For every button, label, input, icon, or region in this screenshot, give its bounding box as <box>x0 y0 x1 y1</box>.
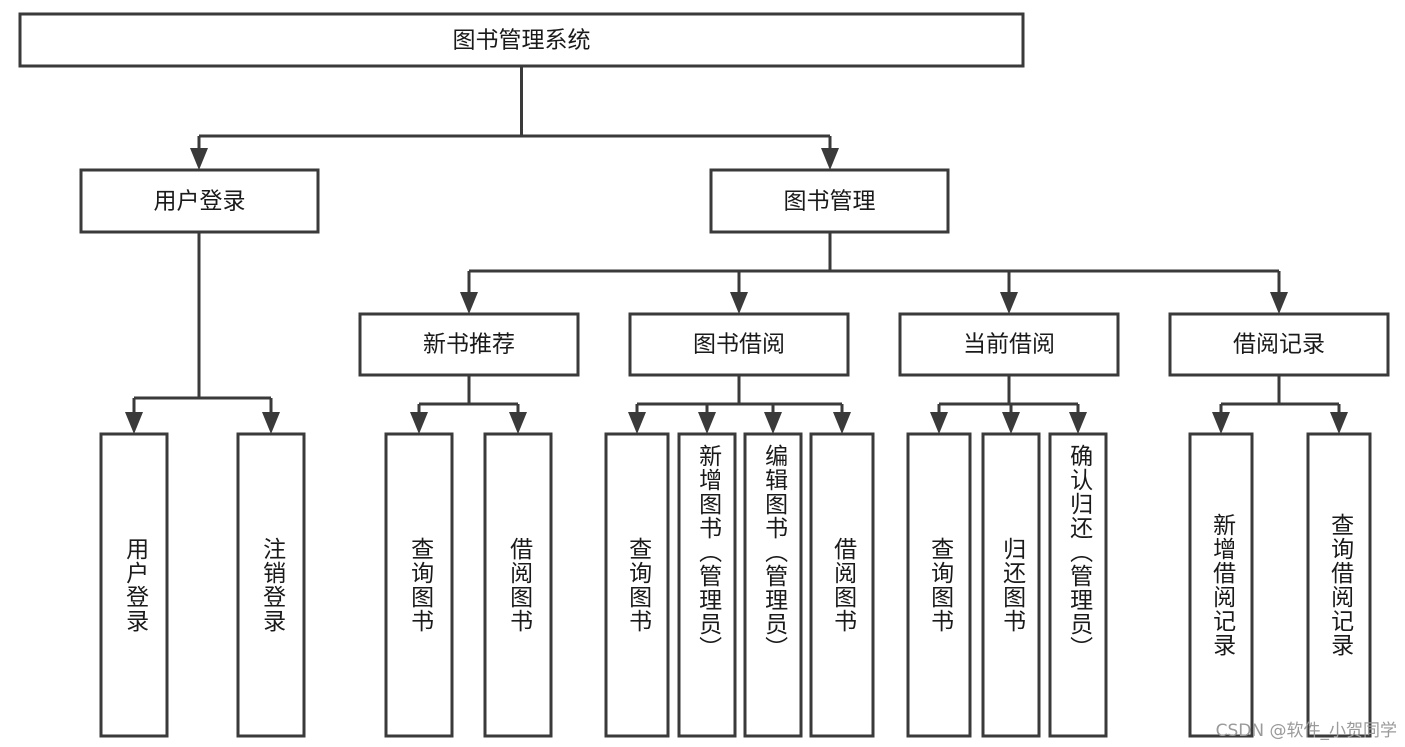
arrow-to-leaf-add-book <box>698 412 716 434</box>
arrow-to-book-borrow <box>730 292 748 314</box>
arrow-to-borrow-record <box>1270 292 1288 314</box>
leaf-box-add-borrow-record[interactable] <box>1188 432 1254 738</box>
leaf-box-query-book-c[interactable] <box>906 432 972 738</box>
node-book-management-box[interactable] <box>709 168 950 234</box>
arrow-to-leaf-return-book <box>1002 412 1020 434</box>
leaf-box-query-borrow-record[interactable] <box>1306 432 1372 738</box>
leaf-box-user-login[interactable] <box>99 432 169 738</box>
node-book-management-label: 图书管理 <box>784 189 876 215</box>
node-new-book-recommend-box[interactable] <box>358 312 580 377</box>
leaf-box-return-book[interactable] <box>981 432 1041 738</box>
arrow-to-leaf-query-book-c <box>930 412 948 434</box>
arrow-to-book-mgmt <box>821 148 839 170</box>
node-user-login-label: 用户登录 <box>154 189 246 215</box>
leaf-box-borrow-book-a[interactable] <box>483 432 553 738</box>
node-user-login-box[interactable] <box>79 168 320 234</box>
arrow-to-leaf-borrow-book-b <box>833 412 851 434</box>
arrow-to-leaf-user-login <box>125 412 143 434</box>
arrow-to-leaf-query-book-a <box>410 412 428 434</box>
node-borrow-record-box[interactable] <box>1168 312 1390 377</box>
node-root-label: 图书管理系统 <box>453 28 591 54</box>
leaf-box-confirm-return[interactable] <box>1048 432 1108 738</box>
leaf-box-query-book-a[interactable] <box>384 432 454 738</box>
node-book-borrow-label: 图书借阅 <box>693 332 785 358</box>
node-current-borrow-label: 当前借阅 <box>963 332 1055 358</box>
leaf-box-logout[interactable] <box>236 432 306 738</box>
leaf-box-edit-book[interactable] <box>743 432 803 738</box>
node-root-box[interactable] <box>18 12 1025 68</box>
node-borrow-record-label: 借阅记录 <box>1233 332 1325 358</box>
arrow-to-leaf-query-record <box>1330 412 1348 434</box>
node-new-book-recommend-label: 新书推荐 <box>423 332 515 358</box>
node-book-borrow-box[interactable] <box>628 312 850 377</box>
leaf-box-borrow-book-b[interactable] <box>809 432 875 738</box>
watermark-text: CSDN @软件_小贺同学 <box>1215 721 1397 741</box>
arrow-to-new-book-rec <box>460 292 478 314</box>
leaf-box-query-book-b[interactable] <box>604 432 670 738</box>
arrow-to-leaf-logout <box>262 412 280 434</box>
node-current-borrow-box[interactable] <box>898 312 1120 377</box>
arrow-to-user-login <box>190 148 208 170</box>
arrow-to-leaf-edit-book <box>764 412 782 434</box>
arrow-to-leaf-confirm-return <box>1069 412 1087 434</box>
arrow-to-leaf-borrow-book-a <box>509 412 527 434</box>
arrow-to-leaf-query-book-b <box>628 412 646 434</box>
edges-layer <box>125 66 1348 434</box>
arrow-to-leaf-add-record <box>1212 412 1230 434</box>
leaf-box-add-book[interactable] <box>677 432 737 738</box>
nodes-layer: 图书管理系统 用户登录 图书管理 新书推荐 图书借阅 当前借阅 借阅记录 <box>18 12 1390 738</box>
arrow-to-current-borrow <box>1000 292 1018 314</box>
